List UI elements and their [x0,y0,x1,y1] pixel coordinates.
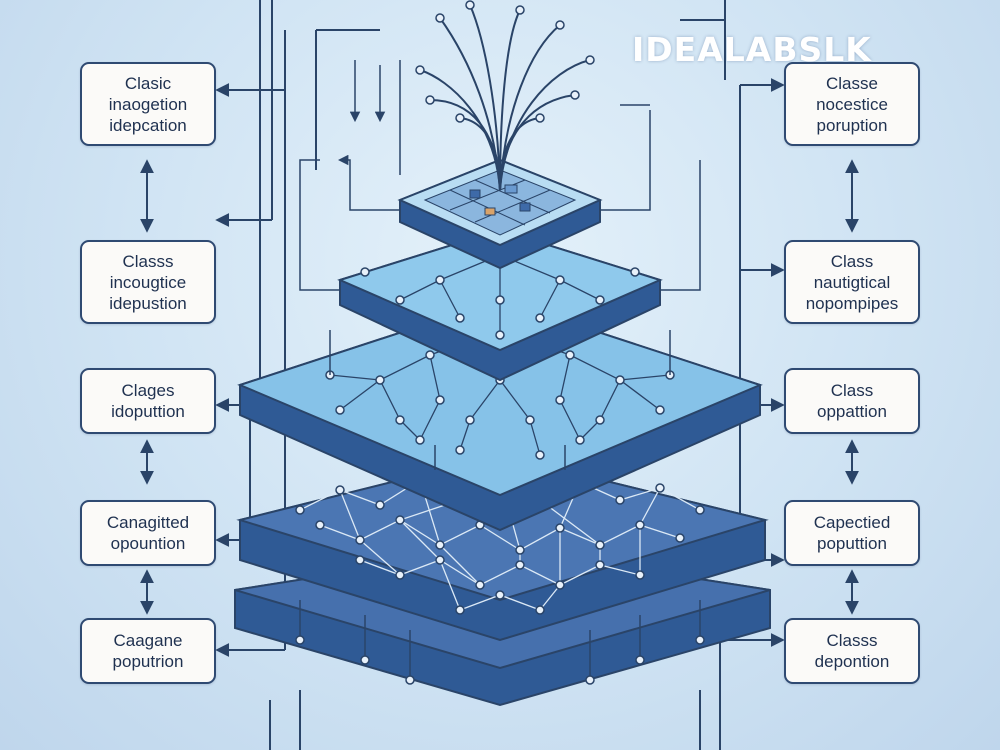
right-label-box-4: Capectied poputtion [784,500,920,566]
tree-wire-icon [419,4,591,191]
layer-large-light [237,298,763,532]
right-label-text: Capectied poputtion [813,513,891,553]
left-label-text: Clages idoputtion [111,381,185,421]
left-label-box-5: Caagane poputrion [80,618,216,684]
right-label-box-5: Classs depontion [784,618,920,684]
tree-wire-nodes [415,0,595,123]
vertical-arrows [140,159,859,615]
left-label-box-4: Canagitted opountion [80,500,216,566]
left-label-text: Caagane poputrion [112,631,184,671]
right-label-box-3: Class oppattion [784,368,920,434]
right-label-box-2: Class nautigtical nopompipes [784,240,920,324]
right-label-text: Classs depontion [814,631,890,671]
left-label-text: Clasic inaogetion idepcation [108,73,188,135]
left-label-text: Canagitted opountion [106,513,190,553]
left-label-text: Classs incougtice idepustion [109,251,187,313]
right-label-text: Classe nocestice poruption [816,73,888,135]
right-label-text: Class nautigtical nopompipes [805,251,899,313]
image-grid-icon [423,169,577,236]
inner-connectors [239,60,701,470]
left-label-box-3: Clages idoputtion [80,368,216,434]
left-label-box-2: Classs incougtice idepustion [80,240,216,324]
left-label-box-1: Clasic inaogetion idepcation [80,62,216,146]
right-label-box-1: Classe nocestice poruption [784,62,920,146]
bottom-drop-lines [295,600,705,685]
right-label-text: Class oppattion [817,381,887,421]
